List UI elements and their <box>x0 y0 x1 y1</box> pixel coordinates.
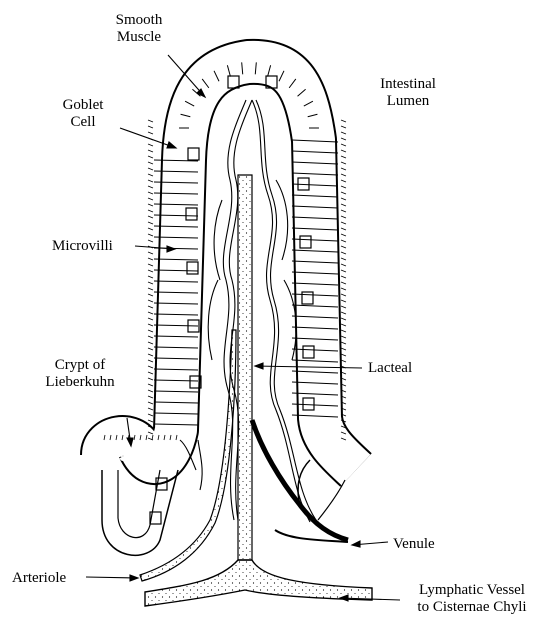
label-smooth-muscle: SmoothMuscle <box>94 12 184 46</box>
lymphatic-vessel <box>145 560 372 606</box>
label-intestinal-lumen: IntestinalLumen <box>360 76 456 110</box>
label-crypt-of-lieberkuhn: Crypt ofLieberkuhn <box>30 357 130 391</box>
label-lymphatic-vessel: Lymphatic Vesselto Cisternae Chyli <box>403 582 541 616</box>
label-microvilli: Microvilli <box>52 238 113 255</box>
label-arteriole: Arteriole <box>12 570 66 587</box>
label-goblet-cell: GobletCell <box>48 97 118 131</box>
lacteal-vessel <box>238 175 252 560</box>
label-lacteal: Lacteal <box>368 360 412 377</box>
label-venule: Venule <box>393 536 435 553</box>
